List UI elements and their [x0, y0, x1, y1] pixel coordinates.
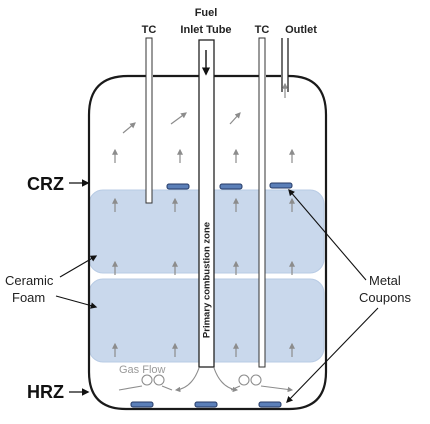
- ceramic-pointer-lower: [55, 295, 98, 309]
- fuel-label: Fuel: [195, 7, 218, 19]
- coupon-pointer-upper: [288, 188, 367, 281]
- swirl-loop: [250, 374, 262, 386]
- metal-coupon: [219, 183, 243, 190]
- swirl-curve: [174, 367, 200, 393]
- flow-arrows: [112, 112, 295, 357]
- metal-coupon: [194, 401, 218, 408]
- swirl-tail: [161, 385, 173, 391]
- swirl-tail: [260, 385, 294, 393]
- swirl-tail: [118, 385, 143, 391]
- flow-arrow: [229, 112, 241, 125]
- tc-right-label: TC: [255, 24, 270, 36]
- swirl-curve: [213, 367, 239, 393]
- metal-label: Metal: [369, 273, 401, 288]
- metal-coupon: [258, 401, 282, 408]
- thermocouple-left: [145, 37, 153, 204]
- swirl-tail: [230, 385, 241, 391]
- thermocouple-right: [258, 37, 266, 368]
- flow-arrow: [122, 122, 136, 134]
- coupon-pointer-lower: [286, 307, 379, 403]
- swirl-loop: [141, 374, 153, 386]
- metal-coupon: [130, 401, 154, 408]
- hrz-label: HRZ: [27, 382, 64, 402]
- flow-arrow: [170, 112, 187, 125]
- inlet-tube-label: Inlet Tube: [180, 24, 231, 36]
- ceramic-pointer-upper: [59, 255, 98, 278]
- metal-coupon: [166, 183, 190, 190]
- tc-left-label: TC: [142, 24, 157, 36]
- swirl-loop: [238, 374, 250, 386]
- fuel-inlet-tube: [198, 39, 215, 368]
- foam-label: Foam: [12, 290, 45, 305]
- coupons-label: Coupons: [359, 290, 412, 305]
- gas-flow-label: Gas Flow: [119, 364, 166, 376]
- ceramic-label: Ceramic: [5, 273, 54, 288]
- metal-coupon: [269, 182, 293, 189]
- crz-label: CRZ: [27, 174, 64, 194]
- reactor-vessel: [87, 74, 328, 411]
- swirl-loop: [153, 374, 165, 386]
- gas-flow-swirls: [118, 367, 294, 393]
- primary-zone-label: Primary combustion zone: [202, 222, 213, 338]
- outlet-label: Outlet: [285, 24, 317, 36]
